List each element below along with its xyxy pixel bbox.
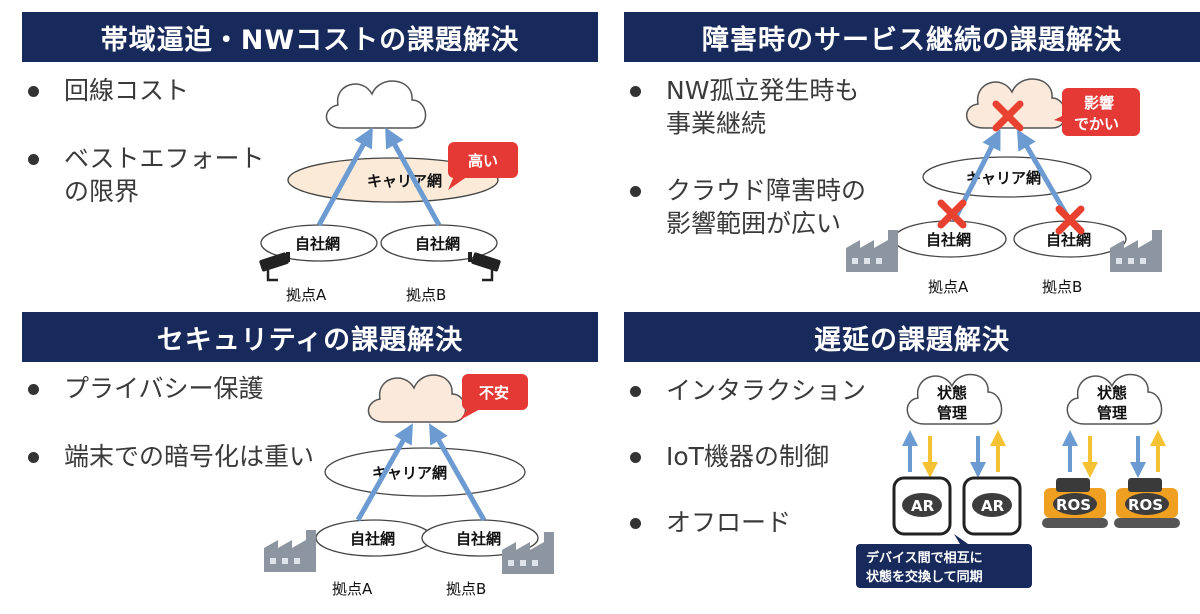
- factory-icon: [1110, 230, 1162, 272]
- carrier-label: キャリア網: [966, 169, 1041, 187]
- camera-icon: [468, 252, 501, 282]
- svg-text:AR: AR: [981, 497, 1005, 515]
- svg-text:管理: 管理: [1097, 404, 1127, 422]
- svg-text:状態: 状態: [1097, 384, 1127, 402]
- site-b-label: 拠点B: [1042, 278, 1082, 296]
- cross-icon: [1055, 205, 1085, 235]
- bullet-item: オフロード: [624, 506, 791, 539]
- cloud-icon: 状態 管理: [906, 373, 1003, 425]
- svg-text:管理: 管理: [937, 404, 967, 422]
- bullet-item: IoT機器の制御: [624, 440, 829, 473]
- site-b-label: 拠点B: [446, 580, 486, 598]
- cloud-icon: [367, 374, 467, 423]
- svg-text:高い: 高い: [468, 152, 498, 170]
- security-badge: 不安: [460, 374, 528, 420]
- panel-latency: 遅延の課題解決 インタラクション IoT機器の制御 オフロード 状態 管理 状態…: [624, 312, 1200, 610]
- panel-bandwidth: 帯域逼迫・NWコストの課題解決 回線コスト ベストエフォート の限界 キャリア網…: [22, 12, 598, 310]
- uplink-arrow: [355, 423, 413, 522]
- site-a-label: 拠点A: [332, 580, 373, 598]
- site-a-label: 拠点A: [286, 286, 327, 304]
- robot-icon: ROS: [1042, 478, 1108, 528]
- uplink-arrow: [316, 127, 373, 227]
- svg-text:ROS: ROS: [1056, 496, 1091, 514]
- site-net-label: 自社網: [926, 231, 971, 249]
- factory-icon: [264, 530, 316, 572]
- sync-note: デバイス間で相互に 状態を交換して同期: [856, 534, 1032, 588]
- panel-title: セキュリティの課題解決: [22, 312, 598, 362]
- uplink-arrow: [385, 127, 442, 227]
- robot-icon: ROS: [1114, 478, 1180, 528]
- site-net-label: 自社網: [1046, 231, 1091, 249]
- phone-icon: AR: [962, 476, 1022, 536]
- site-net-label: 自社網: [295, 235, 340, 253]
- svg-text:でかい: でかい: [1074, 115, 1119, 133]
- panel-continuity: 障害時のサービス継続の課題解決 NW孤立発生時も 事業継続 クラウド障害時の 影…: [624, 12, 1200, 310]
- svg-text:ROS: ROS: [1128, 496, 1163, 514]
- svg-text:不安: 不安: [479, 384, 509, 402]
- cloud-icon: [325, 80, 427, 129]
- network-diagram: 影響 でかい キャリア網 自社網 自社網 拠点A 拠点B: [846, 78, 1162, 296]
- network-diagram: 不安 キャリア網 自社網 自社網 拠点A 拠点B: [264, 374, 554, 598]
- cost-badge: 高い: [448, 142, 518, 190]
- bullet-item: インタラクション: [624, 374, 866, 407]
- uplink-arrow: [429, 423, 487, 522]
- bullet-item: ベストエフォート の限界: [22, 142, 265, 208]
- phone-icon: AR: [892, 476, 952, 536]
- svg-text:デバイス間で相互に: デバイス間で相互に: [866, 550, 983, 566]
- factory-icon: [502, 532, 554, 574]
- panel-title: 障害時のサービス継続の課題解決: [624, 12, 1200, 62]
- carrier-label: キャリア網: [372, 464, 447, 482]
- cross-icon: [937, 199, 967, 229]
- cloud-icon: 状態 管理: [1066, 373, 1163, 425]
- network-diagram: キャリア網 自社網 自社網 高い 拠点A 拠点B: [259, 80, 518, 304]
- svg-text:影響: 影響: [1084, 94, 1114, 112]
- factory-icon: [846, 230, 898, 272]
- panel-security: セキュリティの課題解決 プライバシー保護 端末での暗号化は重い 不安 キャリア網…: [22, 312, 598, 610]
- bullet-item: 回線コスト: [22, 74, 189, 107]
- carrier-network: [324, 447, 526, 497]
- bullet-item: 端末での暗号化は重い: [22, 440, 314, 473]
- svg-text:AR: AR: [911, 497, 935, 515]
- site-net-label: 自社網: [350, 530, 395, 548]
- site-a-label: 拠点A: [928, 278, 969, 296]
- site-net-label: 自社網: [456, 530, 501, 548]
- site-b-label: 拠点B: [406, 286, 446, 304]
- bullet-item: プライバシー保護: [22, 372, 264, 405]
- svg-text:状態を交換して同期: 状態を交換して同期: [866, 569, 983, 585]
- cross-icon: [992, 100, 1024, 132]
- bullet-item: NW孤立発生時も 事業継続: [624, 74, 859, 140]
- bullet-item: クラウド障害時の 影響範囲が広い: [624, 174, 866, 240]
- latency-diagram: 状態 管理 状態 管理 AR AR: [856, 373, 1180, 588]
- carrier-label: キャリア網: [367, 172, 442, 190]
- svg-text:状態: 状態: [937, 384, 967, 402]
- panel-title: 帯域逼迫・NWコストの課題解決: [22, 12, 598, 62]
- site-net-label: 自社網: [415, 235, 460, 253]
- impact-badge: 影響 でかい: [1054, 88, 1140, 136]
- panel-title: 遅延の課題解決: [624, 312, 1200, 362]
- camera-icon: [259, 252, 290, 282]
